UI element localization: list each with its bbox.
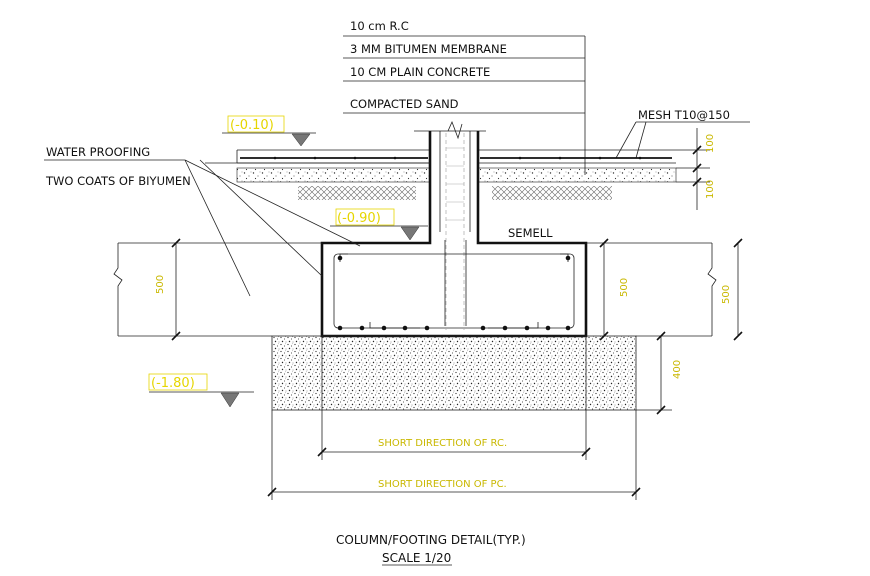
slab-right [477, 149, 677, 200]
mesh-label: MESH T10@150 [638, 108, 730, 122]
ground-lines [113, 242, 717, 337]
level-label-010: (-0.10) [230, 118, 274, 133]
waterproofing-callout: WATER PROOFING TWO COATS OF BIYUMEN [44, 145, 430, 297]
two-coats-label: TWO COATS OF BIYUMEN [45, 174, 191, 188]
level-marker-180: (-1.80) [148, 373, 254, 408]
short-direction-pc: SHORT DIRECTION OF PC. [378, 479, 507, 490]
dim-pc-400: 400 [672, 360, 683, 379]
layer-label-bitumen: 3 MM BITUMEN MEMBRANE [350, 42, 507, 56]
dim-left-500: 500 [155, 275, 166, 294]
level-label-180: (-1.80) [151, 376, 195, 391]
footing-rebar [333, 253, 575, 331]
semell-label: SEMELL [508, 226, 553, 240]
mesh-callout: MESH T10@150 [615, 108, 750, 159]
horizontal-dims: SHORT DIRECTION OF RC. SHORT DIRECTION O… [267, 336, 641, 500]
layer-label-compacted-sand: COMPACTED SAND [350, 97, 459, 111]
layer-label-rc: 10 cm R.C [350, 19, 409, 33]
level-label-090: (-0.90) [337, 211, 381, 226]
dim-slab-top: 100 [705, 134, 716, 153]
column [414, 120, 486, 330]
plain-concrete-base [271, 335, 637, 411]
detail-scale: SCALE 1/20 [382, 551, 451, 565]
dim-inner-500: 500 [619, 278, 630, 297]
short-direction-rc: SHORT DIRECTION OF RC. [378, 438, 507, 449]
slab-thickness-dims: 100 100 [676, 128, 716, 210]
level-marker-010: (-0.10) [222, 115, 316, 147]
slab-left [236, 149, 431, 200]
layer-callouts: 10 cm R.C 3 MM BITUMEN MEMBRANE 10 CM PL… [343, 19, 586, 175]
title-block: COLUMN/FOOTING DETAIL(TYP.) SCALE 1/20 [336, 533, 526, 566]
dim-right-500: 500 [721, 285, 732, 304]
level-marker-090: (-0.90) [330, 208, 428, 241]
detail-title: COLUMN/FOOTING DETAIL(TYP.) [336, 533, 526, 547]
layer-label-plain-concrete: 10 CM PLAIN CONCRETE [350, 65, 490, 79]
dim-slab-bottom: 100 [705, 180, 716, 199]
vertical-dims: 500 500 500 400 [155, 238, 743, 415]
water-proofing-label: WATER PROOFING [46, 145, 150, 159]
